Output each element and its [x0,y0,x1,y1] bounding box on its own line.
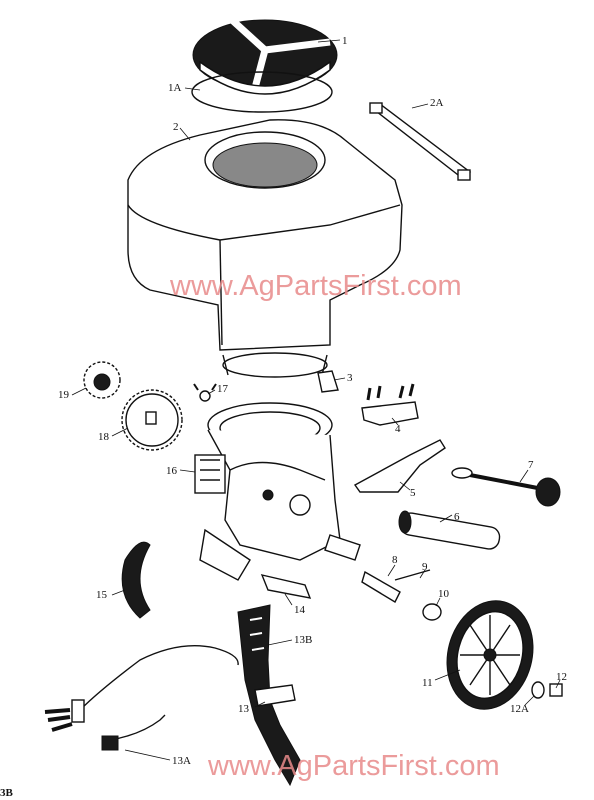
part-plate [353,439,446,493]
part-gasket [191,71,333,113]
callout-4: 4 [395,423,401,435]
callout-8: 8 [392,554,398,566]
watermark-bottom: www.AgPartsFirst.com [207,750,500,782]
callout-6: 6 [454,511,460,523]
part-wing-nut [193,383,217,402]
callout-7: 7 [528,459,534,471]
part-bracket [369,102,472,181]
watermark-top: www.AgPartsFirst.com [169,270,462,302]
callout-2: 2 [173,121,179,133]
part-frame [194,402,361,581]
callout-9: 9 [422,561,428,573]
callout-13b: 13B [294,634,312,646]
callout-15: 15 [96,589,108,601]
part-agitator [361,383,419,426]
part-bolt [531,681,563,699]
callout-2a: 2A [430,97,444,109]
part-small-bracket [260,574,312,599]
callout-13: 13 [238,703,250,715]
part-belt [121,541,151,619]
part-clip [317,370,339,393]
callout-19: 19 [58,389,70,401]
callout-18: 18 [98,431,110,443]
leader-lines [71,39,561,761]
callout-12a: 12A [510,703,529,715]
callout-1a: 1A [168,82,182,94]
callout-3: 3 [347,372,353,384]
callout-5: 5 [410,487,416,499]
part-large-sprocket [121,389,183,451]
corner-label: 3B [0,787,14,799]
callout-11: 11 [422,677,433,689]
callout-labels: 1 1A 2 2A 3 4 5 6 7 8 9 10 11 12 12A 13 … [58,35,567,767]
callout-1: 1 [342,35,348,47]
part-axle [361,569,442,621]
callout-16: 16 [166,465,178,477]
part-lid [192,17,338,95]
part-shaft [451,467,561,507]
callout-17: 17 [217,383,229,395]
part-harness [44,645,239,751]
callout-13a: 13A [172,755,191,767]
callout-12: 12 [556,671,567,683]
callout-14: 14 [294,604,306,616]
part-chute [237,604,301,787]
part-tube [398,510,501,550]
part-wheel [446,600,534,710]
callout-10: 10 [438,588,450,600]
part-small-sprocket [83,361,121,399]
part-hopper [127,119,403,378]
